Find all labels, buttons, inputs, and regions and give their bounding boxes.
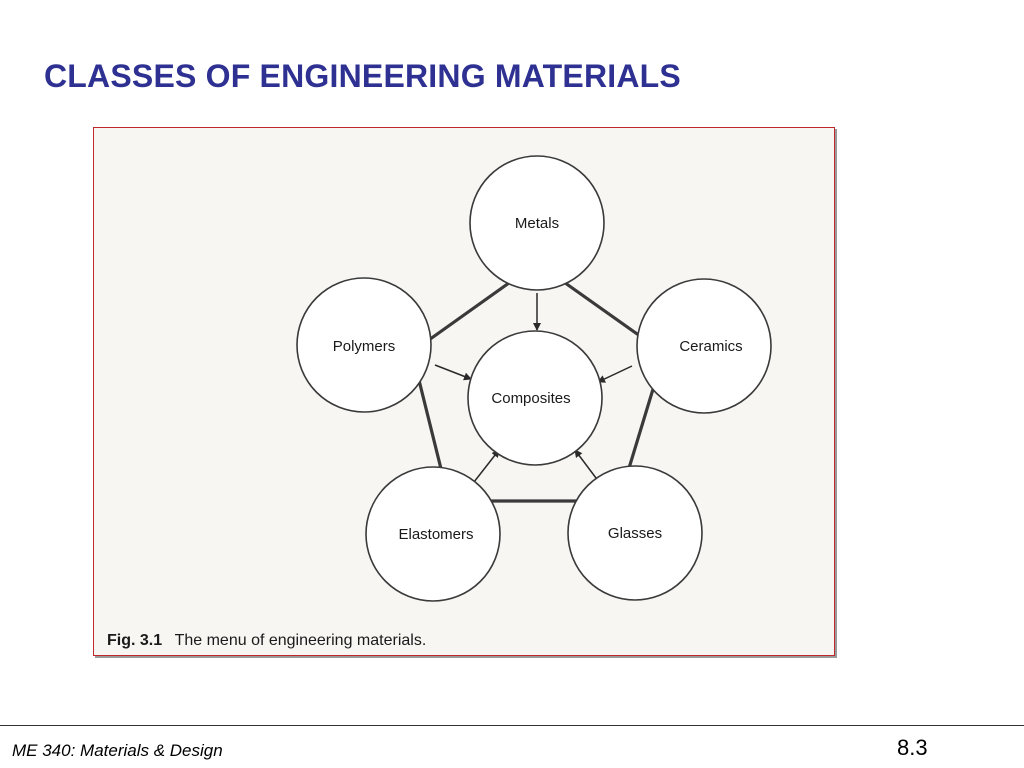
caption-number: Fig. 3.1 xyxy=(107,632,162,649)
node-ceramics xyxy=(636,278,772,414)
figure-frame: Metals Ceramics Glasses Elastomers Polym… xyxy=(93,127,835,656)
label-metals: Metals xyxy=(515,215,559,232)
node-glasses xyxy=(567,465,703,601)
arrow-elastomers-composites xyxy=(473,449,500,483)
node-elastomers xyxy=(365,466,501,602)
label-polymers: Polymers xyxy=(333,338,396,355)
arrow-glasses-composites xyxy=(574,449,600,483)
footer-divider xyxy=(0,725,1024,726)
label-glasses: Glasses xyxy=(608,525,662,542)
node-metals xyxy=(469,155,605,291)
label-ceramics: Ceramics xyxy=(679,338,742,355)
figure-caption: Fig. 3.1 The menu of engineering materia… xyxy=(107,632,426,649)
footer-course: ME 340: Materials & Design xyxy=(12,741,223,760)
node-polymers xyxy=(296,277,432,413)
label-elastomers: Elastomers xyxy=(398,526,473,543)
arrow-polymers-composites xyxy=(434,364,472,381)
materials-diagram: Metals Ceramics Glasses Elastomers Polym… xyxy=(107,155,772,649)
node-composites xyxy=(467,330,603,466)
label-composites: Composites xyxy=(491,390,570,407)
arrow-ceramics-composites xyxy=(597,365,633,383)
slide-title: CLASSES OF ENGINEERING MATERIALS xyxy=(44,58,681,94)
footer-page-number: 8.3 xyxy=(897,735,928,760)
caption-text: The menu of engineering materials. xyxy=(175,632,427,649)
